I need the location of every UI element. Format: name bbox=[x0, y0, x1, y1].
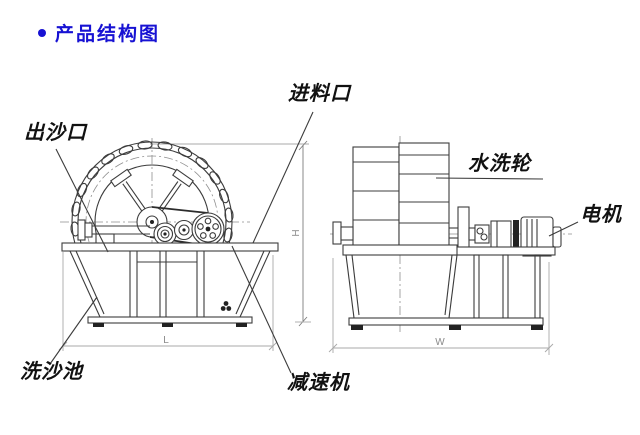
motor-leader bbox=[548, 221, 579, 237]
reducer-leader bbox=[231, 245, 292, 374]
tank-rim bbox=[61, 242, 279, 252]
sand-outlet-leader bbox=[55, 148, 109, 253]
dimension-L: L bbox=[58, 335, 278, 351]
base-side bbox=[348, 317, 544, 326]
motor-pulley bbox=[513, 220, 519, 252]
washing-tank-front bbox=[61, 242, 279, 327]
dim-H-label: H bbox=[291, 229, 302, 236]
drive-assembly bbox=[449, 206, 562, 257]
page-title: 产品结构图 bbox=[38, 19, 160, 46]
tank-rim-side bbox=[342, 244, 458, 256]
wheel-spokes bbox=[110, 168, 194, 213]
label-washing-tank: 洗沙池 bbox=[20, 361, 83, 383]
feed-inlet-leader bbox=[252, 111, 314, 244]
coupling bbox=[474, 224, 490, 244]
dimension-W: W bbox=[328, 258, 554, 355]
motor-frame bbox=[452, 246, 556, 319]
washing-tank-leader bbox=[49, 296, 98, 365]
left-bearing bbox=[332, 221, 354, 245]
label-motor: 电机 bbox=[580, 204, 622, 226]
leader-lines-side bbox=[435, 177, 579, 237]
label-washing-wheel: 水洗轮 bbox=[468, 153, 531, 175]
front-view: H L bbox=[49, 111, 314, 374]
label-reducer: 减速机 bbox=[287, 372, 350, 394]
dim-W-label: W bbox=[435, 337, 445, 348]
title-text: 产品结构图 bbox=[55, 24, 161, 45]
side-view: W bbox=[328, 136, 579, 355]
label-feed-inlet: 进料口 bbox=[288, 83, 351, 105]
title-bullet-icon bbox=[38, 28, 46, 37]
drain-symbol bbox=[220, 301, 232, 311]
washing-wheel-side bbox=[352, 142, 450, 248]
tank-base bbox=[87, 316, 253, 324]
washing-tank-side bbox=[342, 244, 544, 330]
label-sand-outlet: 出沙口 bbox=[24, 122, 87, 144]
dim-L-label: L bbox=[163, 335, 169, 346]
washing-wheel-leader bbox=[435, 177, 544, 180]
leader-lines-front bbox=[49, 111, 314, 374]
dimension-H: H bbox=[291, 140, 311, 327]
